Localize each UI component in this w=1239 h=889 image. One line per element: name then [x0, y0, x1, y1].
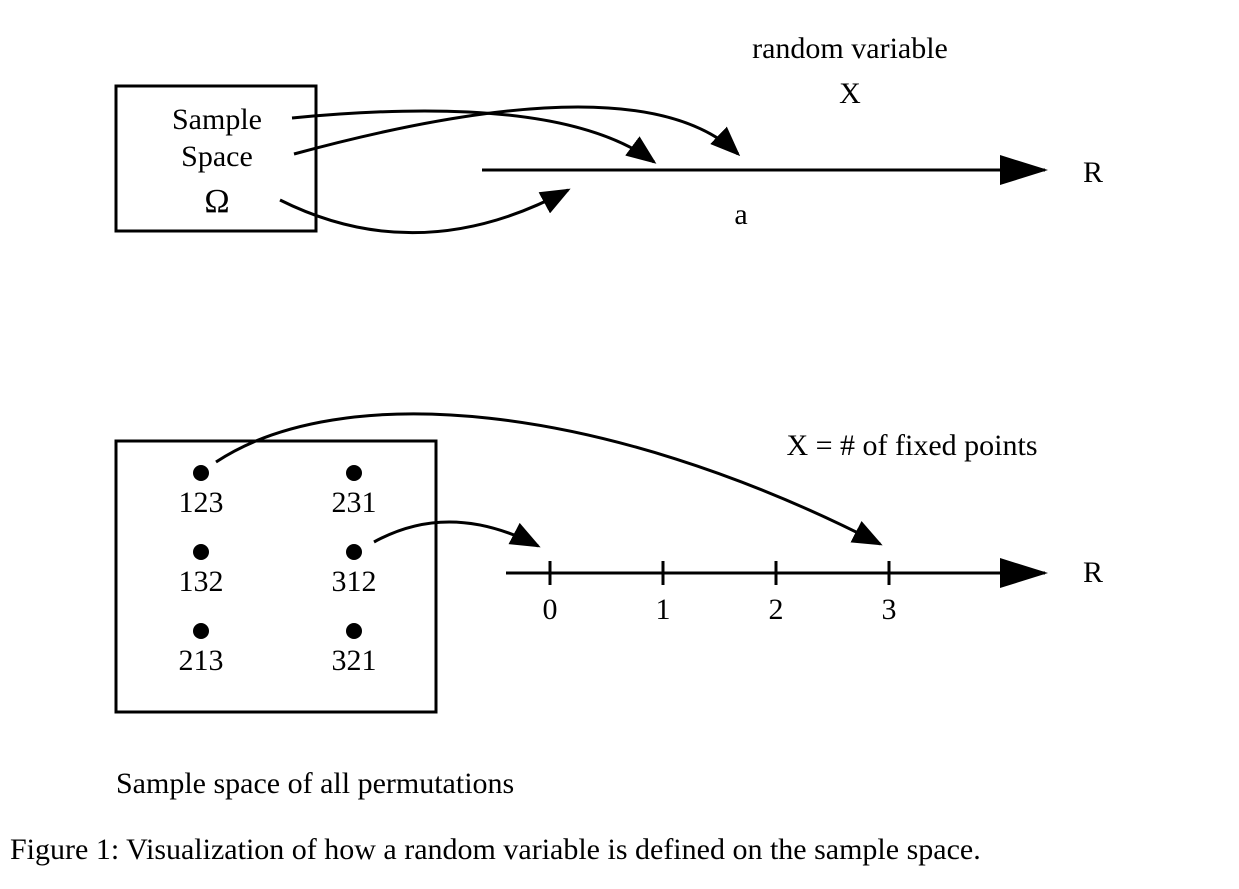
- mapping-arrow-312-to-0: [373, 520, 541, 548]
- mapping-arrow-123-to-3: [215, 412, 883, 546]
- permutation-dot: [193, 465, 209, 481]
- axis-tick-label: 3: [882, 593, 897, 626]
- sample-space-label-line2: Space: [181, 140, 253, 173]
- bottom-diagram: 123 231 132 312 213 321 X = # of fixed p…: [114, 412, 1103, 800]
- permutation-dot: [346, 465, 362, 481]
- permutation-label: 312: [332, 565, 377, 598]
- permutation-space-caption: Sample space of all permutations: [116, 767, 514, 800]
- real-line-label-bottom: R: [1083, 556, 1103, 589]
- permutation-dot: [193, 544, 209, 560]
- axis-tick-label: 0: [543, 593, 558, 626]
- permutation-label: 321: [332, 644, 377, 677]
- permutation-label: 231: [332, 486, 377, 519]
- sample-space-box: [114, 84, 318, 233]
- axis-tick-label: 1: [656, 593, 671, 626]
- permutation-label: 123: [179, 486, 224, 519]
- point-label-a: a: [734, 198, 747, 231]
- permutation-label: 213: [179, 644, 224, 677]
- top-diagram: Sample Space Ω random variable X R a: [114, 32, 1103, 235]
- permutation-dot: [346, 623, 362, 639]
- mapping-arrow-1: [291, 109, 657, 164]
- omega-symbol: Ω: [204, 183, 229, 220]
- permutation-label: 132: [179, 565, 224, 598]
- random-variable-symbol: X: [839, 77, 861, 110]
- permutation-dot: [193, 623, 209, 639]
- permutation-dot: [346, 544, 362, 560]
- axis-tick-label: 2: [769, 593, 784, 626]
- permutation-space-box: [114, 439, 438, 714]
- mapping-arrow-3: [279, 188, 571, 235]
- figure-caption: Figure 1: Visualization of how a random …: [10, 833, 981, 866]
- real-line-label-top: R: [1083, 156, 1103, 189]
- mapping-arrow-2: [293, 105, 741, 157]
- random-variable-label: random variable: [752, 32, 948, 65]
- sample-space-label-line1: Sample: [172, 103, 262, 136]
- fixed-points-label: X = # of fixed points: [786, 429, 1037, 462]
